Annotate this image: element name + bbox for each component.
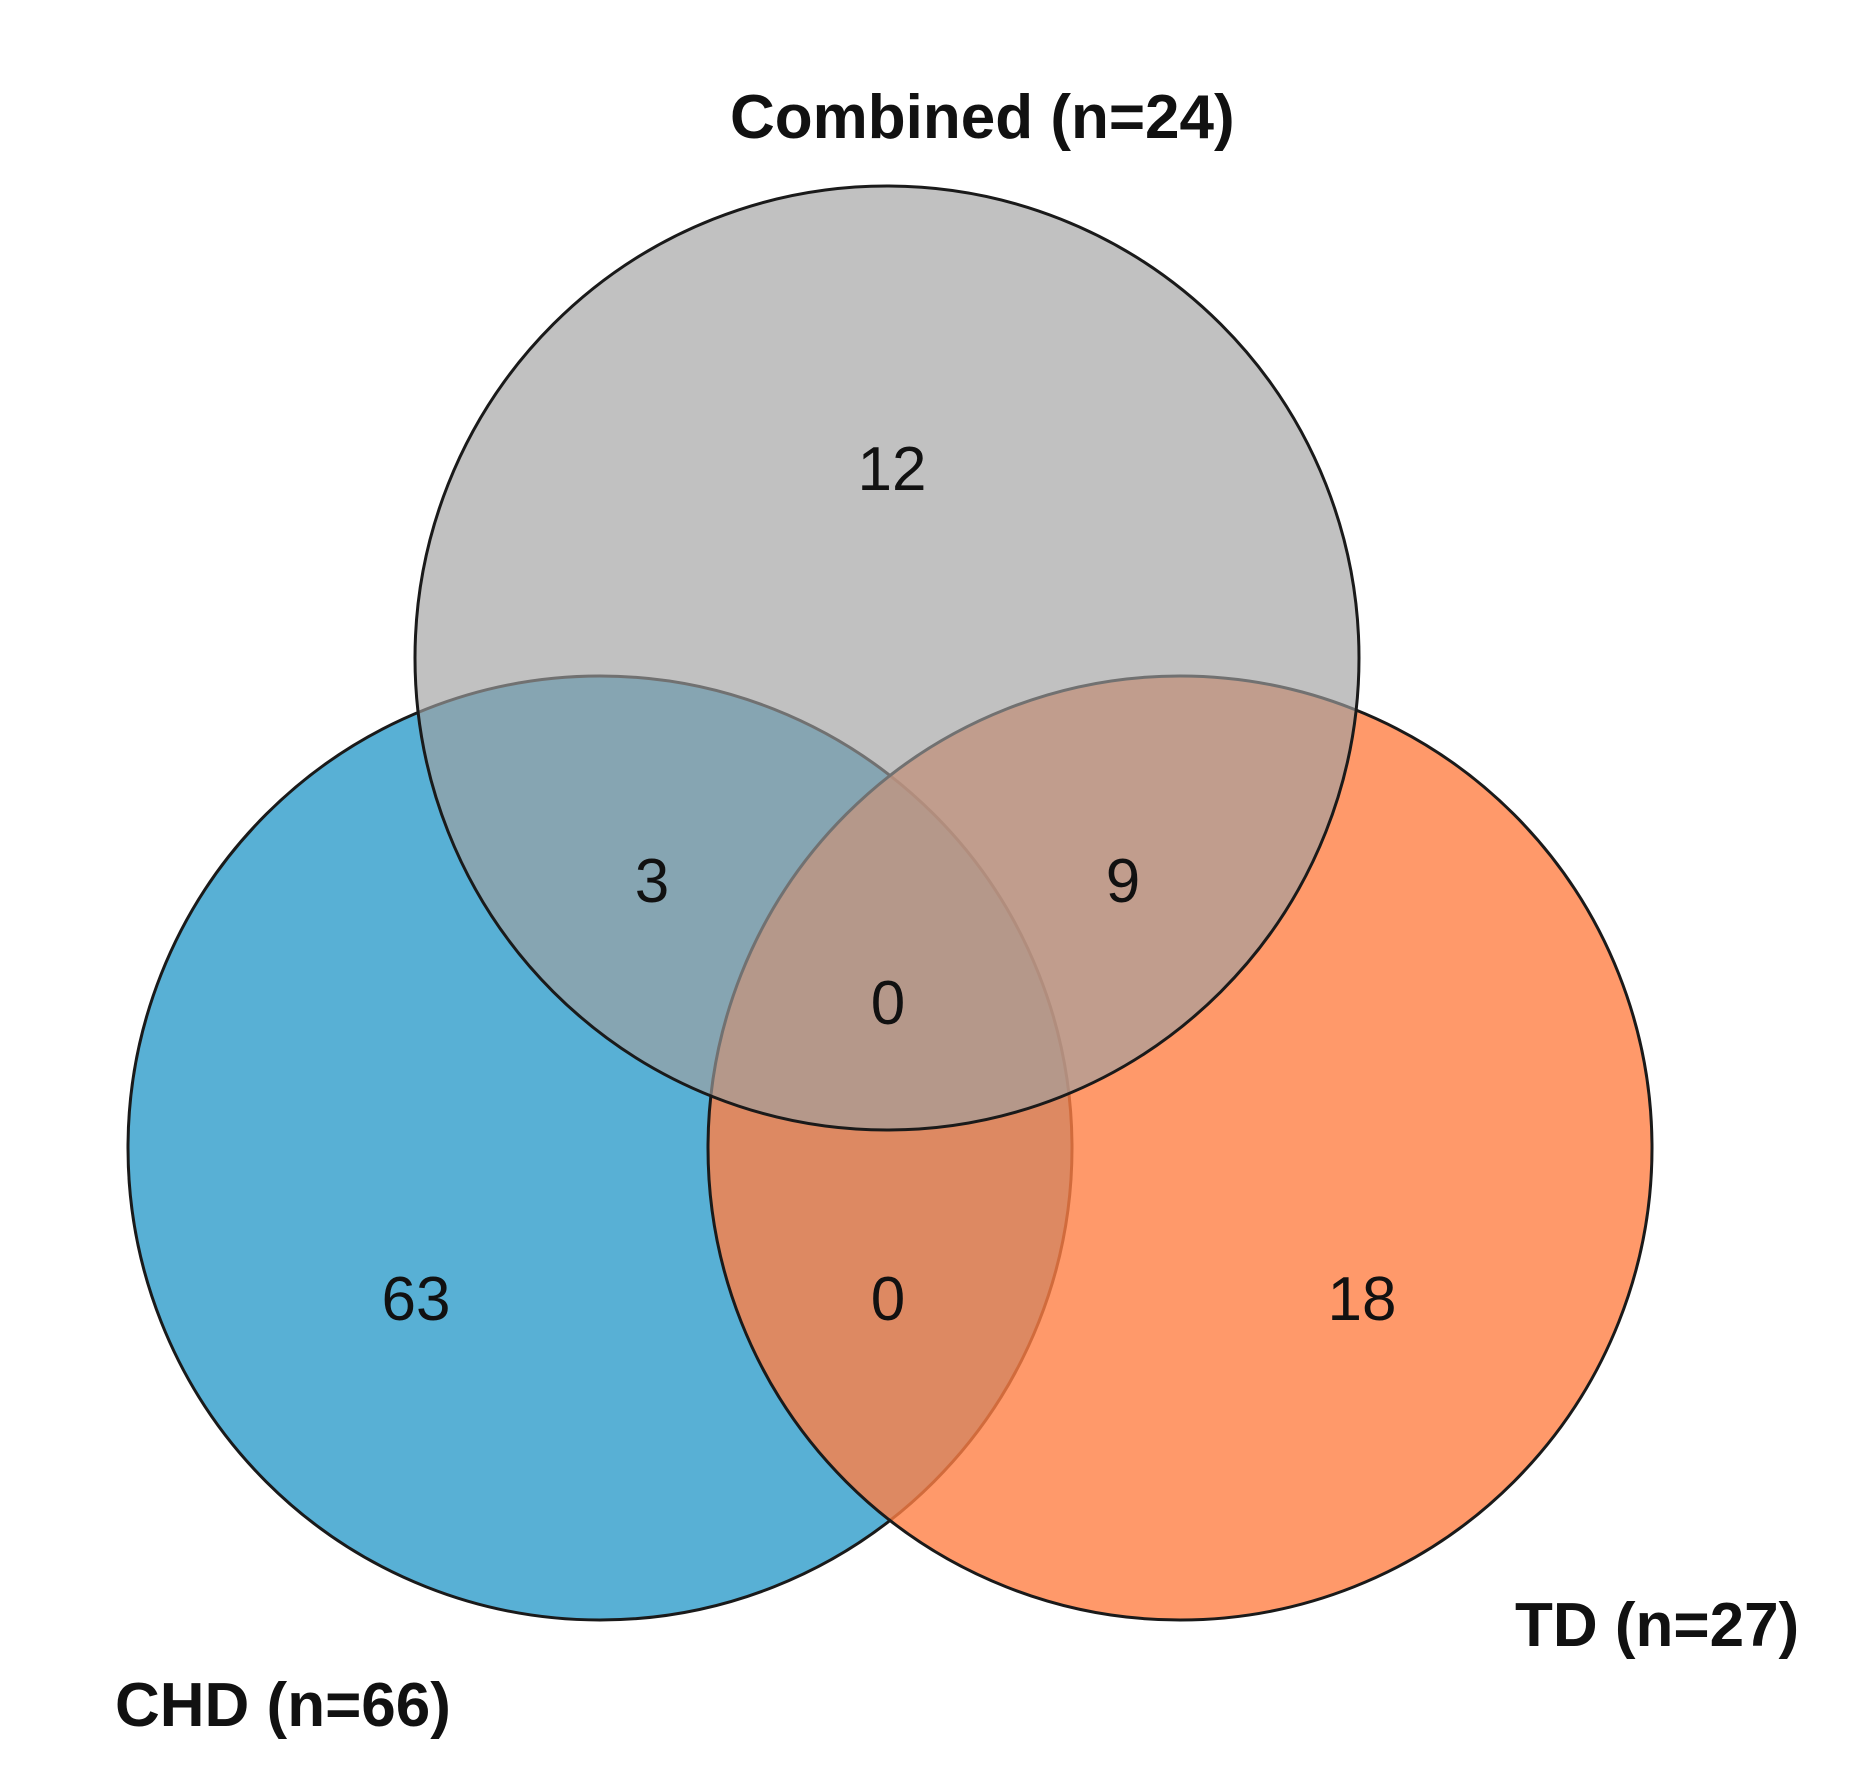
count-td-only: 18 — [1328, 1265, 1397, 1334]
count-combined-td: 9 — [1106, 847, 1140, 916]
td-set-label: TD (n=27) — [1515, 1591, 1799, 1660]
chd-set-label: CHD (n=66) — [115, 1671, 451, 1740]
count-combined-only: 12 — [858, 435, 927, 504]
count-all-three: 0 — [871, 969, 905, 1038]
count-chd-combined: 3 — [635, 847, 669, 916]
combined-set-label: Combined (n=24) — [730, 83, 1235, 152]
count-chd-only: 63 — [382, 1265, 451, 1334]
combined-circle — [413, 184, 1361, 1132]
count-chd-td: 0 — [871, 1265, 905, 1334]
